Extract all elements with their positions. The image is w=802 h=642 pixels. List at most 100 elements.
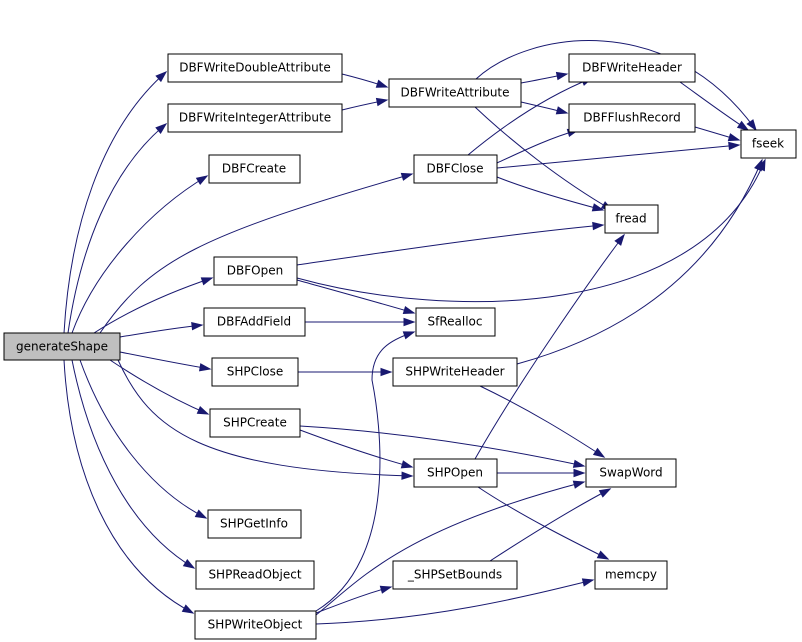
edge-line	[475, 40, 757, 131]
edge-arrowhead	[181, 604, 195, 614]
edge-arrowhead	[555, 106, 569, 115]
edge-line	[93, 277, 213, 334]
edge-line	[299, 425, 585, 467]
edge-line	[315, 579, 594, 625]
edge-arrowhead	[746, 119, 757, 132]
edge-SHPOpen-to-memcpy	[477, 486, 610, 560]
edge-arrowhead	[198, 363, 212, 372]
node-label-SwapWord: SwapWord	[599, 466, 662, 480]
node-SHPWriteObject[interactable]: SHPWriteObject	[194, 610, 317, 640]
node-_SHPSetBounds[interactable]: _SHPSetBounds	[392, 560, 518, 590]
edge-generateShape-to-DBFClose	[99, 172, 414, 334]
node-label-DBFClose: DBFClose	[426, 162, 483, 176]
edge-line	[119, 351, 211, 370]
edge-SHPWriteObject-to-memcpy	[315, 578, 595, 625]
node-SwapWord[interactable]: SwapWord	[585, 458, 677, 488]
edge-arrowhead	[727, 133, 741, 142]
node-SHPWriteHeader[interactable]: SHPWriteHeader	[392, 357, 518, 387]
edge-arrowhead	[596, 550, 610, 560]
edge-line	[315, 586, 392, 614]
edge-arrowhead	[155, 123, 168, 134]
edge-line	[63, 71, 167, 334]
node-DBFFlushRecord[interactable]: DBFFlushRecord	[568, 103, 696, 133]
node-label-SHPWriteObject: SHPWriteObject	[208, 618, 303, 632]
node-label-SHPCreate: SHPCreate	[223, 416, 287, 430]
node-DBFWriteIntegerAttribute[interactable]: DBFWriteIntegerAttribute	[167, 103, 343, 133]
nodes-layer: generateShape DBFWriteDoubleAttribute DB…	[3, 53, 797, 640]
edge-SHPWriteHeader-to-SwapWord	[479, 385, 606, 458]
edge-DBFWriteIntegerAttribute-to-DBFWriteAttribute	[341, 97, 389, 111]
edge-DBFClose-to-DBFFlushRecord	[496, 128, 580, 164]
node-SHPCreate[interactable]: SHPCreate	[209, 408, 301, 438]
node-label-DBFWriteHeader: DBFWriteHeader	[582, 61, 682, 75]
node-SfRealloc[interactable]: SfRealloc	[415, 307, 496, 337]
edge-arrowhead	[375, 97, 389, 107]
edge-SHPWriteObject-to-SwapWord	[315, 480, 586, 616]
edge-generateShape-to-DBFWriteIntegerAttribute	[67, 123, 168, 334]
edge-generateShape-to-DBFCreate	[71, 175, 209, 334]
node-memcpy[interactable]: memcpy	[594, 560, 668, 590]
node-DBFWriteDoubleAttribute[interactable]: DBFWriteDoubleAttribute	[167, 53, 343, 83]
edge-arrowhead	[379, 585, 393, 594]
edge-arrowhead	[402, 305, 416, 315]
node-label-fseek: fseek	[752, 137, 784, 151]
node-DBFCreate[interactable]: DBFCreate	[208, 154, 301, 184]
edge-line	[117, 359, 413, 477]
edge-generateShape-to-DBFAddField	[119, 321, 204, 338]
edge-line	[296, 159, 766, 303]
edge-line	[315, 331, 415, 612]
edge-SHPOpen-to-SwapWord	[497, 468, 586, 478]
edge-line	[296, 224, 604, 266]
node-SHPOpen[interactable]: SHPOpen	[413, 458, 498, 488]
edge-arrowhead	[155, 71, 168, 83]
edge-DBFFlushRecord-to-fseek	[694, 126, 741, 142]
node-SHPClose[interactable]: SHPClose	[211, 357, 299, 387]
edge-arrowhead	[380, 367, 393, 377]
edge-line	[99, 173, 413, 334]
edge-DBFWriteDoubleAttribute-to-DBFWriteAttribute	[341, 73, 389, 88]
edge-arrowhead	[401, 471, 414, 480]
edge-DBFClose-to-fseek	[496, 141, 741, 169]
edge-arrowhead	[573, 468, 586, 478]
node-label-DBFWriteAttribute: DBFWriteAttribute	[400, 86, 509, 100]
node-label-DBFWriteDoubleAttribute: DBFWriteDoubleAttribute	[179, 61, 331, 75]
edge-SHPWriteObject-to-SfRealloc	[315, 331, 416, 612]
edge-arrowhead	[402, 331, 416, 340]
node-label-DBFCreate: DBFCreate	[222, 162, 286, 176]
node-DBFWriteHeader[interactable]: DBFWriteHeader	[568, 53, 696, 83]
edge-arrowhead	[754, 158, 763, 172]
node-fread[interactable]: fread	[604, 204, 659, 234]
node-label-SfRealloc: SfRealloc	[428, 315, 483, 329]
edge-line	[315, 481, 585, 616]
edge-DBFAddField-to-SfRealloc	[305, 317, 416, 327]
node-SHPGetInfo[interactable]: SHPGetInfo	[207, 509, 302, 539]
edge-line	[496, 129, 579, 164]
edge-arrowhead	[581, 578, 595, 587]
edge-DBFWriteHeader-to-fseek	[679, 81, 750, 131]
edge-generateShape-to-SHPWriteObject	[63, 359, 195, 614]
edge-SHPCreate-to-SHPOpen	[299, 429, 414, 469]
edge-line	[516, 159, 763, 365]
node-DBFClose[interactable]: DBFClose	[413, 154, 498, 184]
node-label-memcpy: memcpy	[605, 568, 657, 582]
node-DBFWriteAttribute[interactable]: DBFWriteAttribute	[388, 78, 522, 108]
edge-generateShape-to-DBFOpen	[93, 277, 214, 334]
edge-generateShape-to-SHPOpen	[117, 359, 414, 480]
edge-arrowhead	[572, 480, 586, 489]
edge-line	[477, 486, 609, 560]
node-DBFOpen[interactable]: DBFOpen	[213, 256, 298, 286]
edge-DBFClose-to-fread	[496, 176, 605, 212]
node-generateShape[interactable]: generateShape	[3, 332, 121, 361]
edge-generateShape-to-SHPReadObject	[71, 359, 196, 569]
edge-generateShape-to-DBFWriteDoubleAttribute	[63, 71, 168, 334]
edge-arrowhead	[403, 317, 416, 327]
node-DBFAddField[interactable]: DBFAddField	[203, 307, 306, 337]
edge-line	[67, 123, 167, 334]
edge-arrowhead	[614, 233, 625, 246]
edge-DBFOpen-to-fread	[296, 221, 605, 266]
node-fseek[interactable]: fseek	[740, 129, 797, 159]
node-SHPReadObject[interactable]: SHPReadObject	[195, 560, 315, 590]
edge-line	[109, 359, 209, 415]
edge-SHPWriteHeader-to-fseek	[516, 158, 763, 365]
